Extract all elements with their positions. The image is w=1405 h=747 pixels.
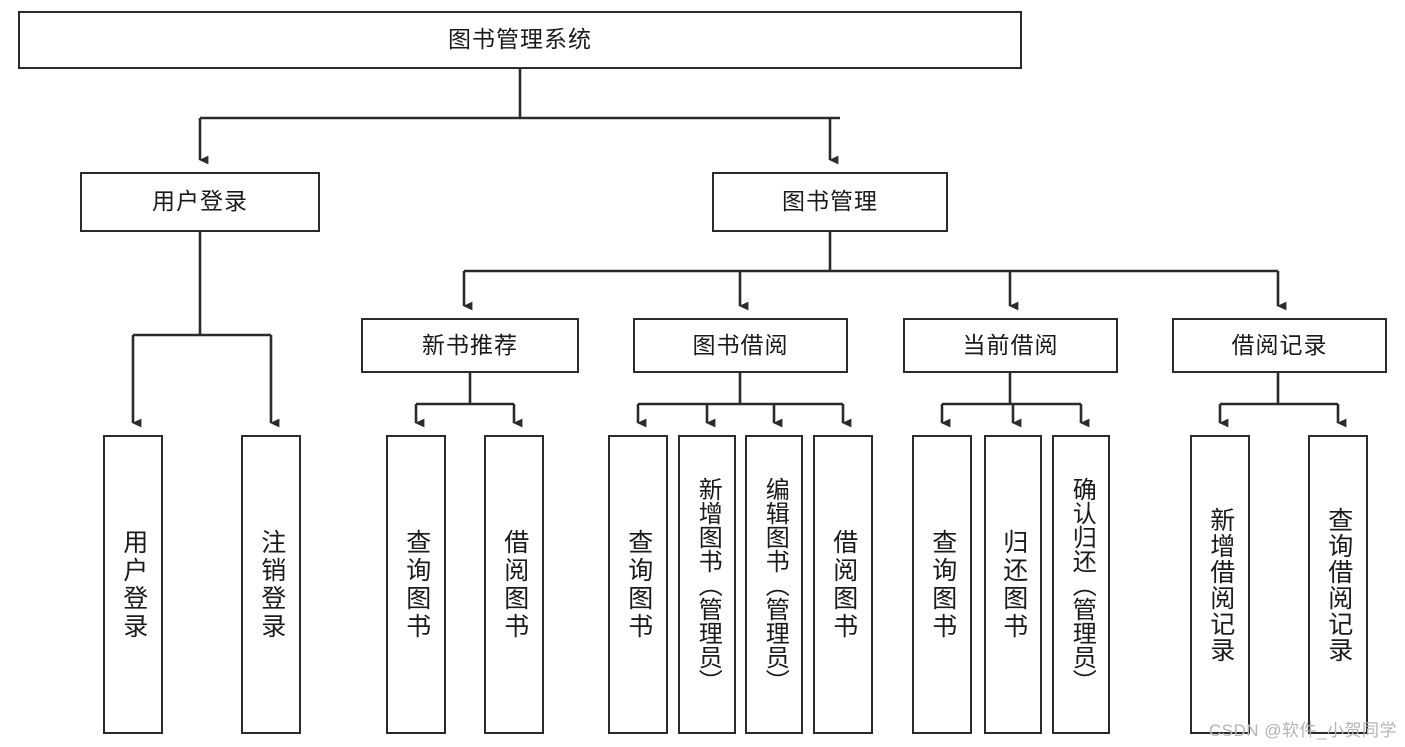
node-book-borrow[interactable]: 图书借阅 (633, 318, 848, 373)
node-leaf-borrow-book[interactable]: 借阅图书 (813, 435, 873, 734)
node-leaf-add-book-admin-label: 新增图书（管理员） (694, 476, 722, 693)
node-leaf-add-book-admin[interactable]: 新增图书（管理员） (678, 435, 736, 734)
node-leaf-query-book-current[interactable]: 查询图书 (912, 435, 972, 734)
node-leaf-query-book-borrow[interactable]: 查询图书 (608, 435, 668, 734)
node-leaf-confirm-return-admin[interactable]: 确认归还（管理员） (1052, 435, 1110, 734)
node-leaf-edit-book-admin-label: 编辑图书（管理员） (761, 476, 789, 693)
node-book-management[interactable]: 图书管理 (712, 172, 948, 232)
node-leaf-logout[interactable]: 注销登录 (241, 435, 301, 734)
node-root-label: 图书管理系统 (448, 26, 592, 53)
node-leaf-borrow-book-label: 借阅图书 (829, 528, 858, 641)
node-leaf-confirm-return-admin-label: 确认归还（管理员） (1068, 476, 1096, 693)
node-leaf-return-book-label: 归还图书 (999, 528, 1028, 641)
node-book-management-label: 图书管理 (782, 188, 878, 215)
node-leaf-user-login-label: 用户登录 (119, 528, 148, 641)
node-leaf-borrow-book-newbook-label: 借阅图书 (500, 528, 529, 641)
node-leaf-query-borrow-record[interactable]: 查询借阅记录 (1308, 435, 1368, 734)
node-leaf-query-book-borrow-label: 查询图书 (624, 528, 653, 641)
node-book-borrow-label: 图书借阅 (692, 331, 789, 358)
node-leaf-query-borrow-record-label: 查询借阅记录 (1324, 506, 1353, 663)
node-user-login[interactable]: 用户登录 (80, 172, 320, 232)
node-leaf-query-book-newbook-label: 查询图书 (402, 528, 431, 641)
node-leaf-borrow-book-newbook[interactable]: 借阅图书 (484, 435, 544, 734)
node-new-book-recommend-label: 新书推荐 (422, 331, 518, 358)
node-root[interactable]: 图书管理系统 (18, 11, 1022, 69)
node-leaf-query-book-current-label: 查询图书 (928, 528, 957, 641)
node-leaf-edit-book-admin[interactable]: 编辑图书（管理员） (745, 435, 803, 734)
node-leaf-add-borrow-record-label: 新增借阅记录 (1206, 506, 1235, 663)
node-user-login-label: 用户登录 (152, 188, 248, 215)
node-leaf-logout-label: 注销登录 (257, 528, 286, 641)
node-current-borrow-label: 当前借阅 (962, 331, 1059, 358)
node-leaf-query-book-newbook[interactable]: 查询图书 (386, 435, 446, 734)
node-borrow-record[interactable]: 借阅记录 (1172, 318, 1387, 373)
node-leaf-user-login[interactable]: 用户登录 (103, 435, 163, 734)
node-leaf-add-borrow-record[interactable]: 新增借阅记录 (1190, 435, 1250, 734)
node-leaf-return-book[interactable]: 归还图书 (984, 435, 1042, 734)
csdn-watermark: CSDN @软件_小贺同学 (1208, 721, 1397, 740)
node-current-borrow[interactable]: 当前借阅 (903, 318, 1118, 373)
node-borrow-record-label: 借阅记录 (1231, 331, 1328, 358)
node-new-book-recommend[interactable]: 新书推荐 (361, 318, 579, 373)
